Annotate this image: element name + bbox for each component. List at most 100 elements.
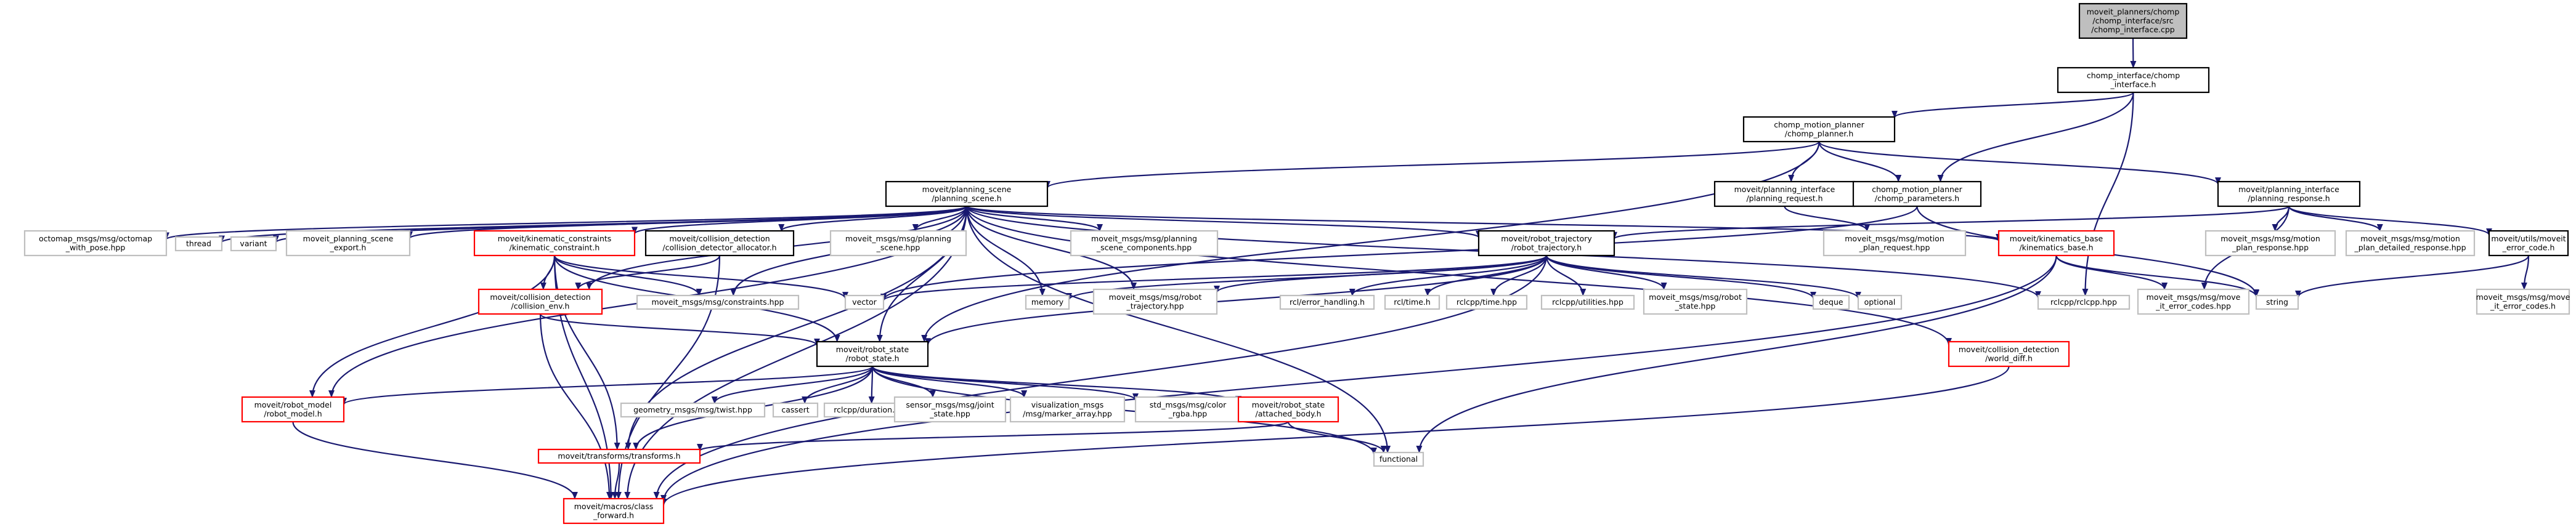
node-tf[interactable]: moveit/transforms/transforms.h bbox=[537, 448, 701, 464]
node-kc[interactable]: moveit/kinematic_constraints/kinematic_c… bbox=[473, 230, 636, 257]
node-label-line: moveit/robot_trajectory bbox=[1501, 234, 1592, 243]
node-label-line: cassert bbox=[781, 405, 809, 414]
node-box bbox=[2345, 230, 2476, 257]
edge-rt-to-optional bbox=[1545, 255, 1861, 299]
node-label-line: visualization_msgs bbox=[1031, 400, 1103, 409]
node-box bbox=[2137, 288, 2250, 315]
node-label-line: rclcpp/utilities.hpp bbox=[1552, 297, 1623, 307]
edge-rm-to-cf bbox=[292, 421, 578, 499]
node-box bbox=[2488, 230, 2569, 257]
node-box bbox=[1279, 294, 1375, 310]
node-label-line: moveit_msgs/msg/robot bbox=[1649, 292, 1742, 302]
node-label-line: moveit_msgs/msg/robot bbox=[1109, 292, 1202, 302]
node-box bbox=[1742, 116, 1896, 143]
node-label-line: /chomp_interface/src bbox=[2092, 16, 2173, 25]
node-label-line: moveit/macros/class bbox=[574, 502, 653, 511]
edge-rt-to-rs bbox=[925, 255, 1548, 346]
edge-rt-to-rcl_err bbox=[1349, 255, 1548, 296]
edge-cd_env-to-cf bbox=[539, 313, 612, 499]
node-box bbox=[1948, 340, 2070, 368]
edge-kb-to-msg_mec bbox=[2055, 255, 2168, 290]
node-label-line: octomap_msgs/msg/octomap bbox=[39, 234, 152, 243]
node-label-line: rclcpp/time.hpp bbox=[1457, 297, 1517, 307]
node-box bbox=[1852, 180, 1982, 207]
node-cf[interactable]: moveit/macros/class_forward.h bbox=[563, 497, 665, 525]
edge-rt-to-msg_rstate bbox=[1545, 255, 1667, 290]
node-cmp_params[interactable]: chomp_motion_planner/chomp_parameters.h bbox=[1852, 180, 1982, 207]
node-cmp_h[interactable]: chomp_motion_planner/chomp_planner.h bbox=[1742, 116, 1896, 143]
edge-ps_h-to-msg_rtraj bbox=[965, 206, 1137, 290]
node-rclcpp: rclcpp/rclcpp.hpp bbox=[2037, 294, 2131, 310]
node-label-line: _trajectory.hpp bbox=[1126, 301, 1184, 310]
node-label-line: rcl/error_handling.h bbox=[1290, 297, 1365, 307]
node-label-line: moveit/planning_scene bbox=[922, 185, 1012, 194]
node-label-line: chomp_motion_planner bbox=[1872, 185, 1962, 194]
node-box bbox=[1070, 230, 1219, 257]
node-label-line: /chomp_parameters.h bbox=[1875, 193, 1959, 203]
node-label-line: _scene.hpp bbox=[876, 243, 920, 252]
node-box bbox=[636, 294, 800, 310]
edge-err_code-to-string bbox=[2295, 255, 2530, 298]
node-pi_resp[interactable]: moveit/planning_interface/planning_respo… bbox=[2217, 180, 2361, 207]
node-msg_mec: moveit_msgs/msg/move_it_error_codes.hpp bbox=[2137, 288, 2250, 315]
edge-pi_req-to-msg_mpr bbox=[1784, 206, 1871, 231]
edge-cmp_h-to-ps_h bbox=[1044, 141, 1820, 189]
node-octomap: octomap_msgs/msg/octomap_with_pose.hpp bbox=[23, 230, 168, 257]
edge-ci_h-to-cmp_h bbox=[1891, 91, 2134, 118]
node-label-line: moveit_msgs/msg/planning bbox=[845, 234, 951, 243]
node-label-line: /planning_response.h bbox=[2248, 193, 2330, 203]
edge-kb-to-functional bbox=[1416, 255, 2057, 453]
node-box bbox=[2217, 180, 2361, 207]
node-root[interactable]: moveit_planners/chomp/chomp_interface/sr… bbox=[2078, 2, 2188, 39]
node-label-line: /robot_state.h bbox=[845, 353, 899, 363]
node-memory: memory bbox=[1025, 294, 1070, 310]
node-rm[interactable]: moveit/robot_model/robot_model.h bbox=[241, 396, 345, 423]
node-msg_ps: moveit_msgs/msg/planning_scene.hpp bbox=[829, 230, 967, 257]
edge-rs-to-msg_color bbox=[871, 366, 1139, 401]
edge-ab-to-functional bbox=[1287, 421, 1387, 453]
node-label-line: _state.hpp bbox=[1675, 301, 1716, 310]
node-box bbox=[1373, 451, 1424, 467]
node-cd_env[interactable]: moveit/collision_detection/collision_env… bbox=[477, 288, 603, 315]
node-label-line: chomp_interface/chomp bbox=[2087, 71, 2180, 80]
node-label-line: _it_error_codes.h bbox=[2490, 301, 2556, 310]
node-cd_wd[interactable]: moveit/collision_detection/world_diff.h bbox=[1948, 340, 2070, 368]
node-cd_alloc[interactable]: moveit/collision_detection/collision_det… bbox=[644, 230, 795, 257]
node-box bbox=[2255, 294, 2299, 310]
node-box bbox=[1857, 294, 1903, 310]
node-kb[interactable]: moveit/kinematics_base/kinematics_base.h bbox=[1997, 230, 2115, 257]
edge-pi_resp-to-rt bbox=[1611, 205, 2290, 239]
edge-pi_resp-to-msg_mpdr bbox=[2288, 206, 2383, 231]
node-box bbox=[885, 180, 1049, 207]
node-box bbox=[285, 230, 411, 257]
node-label-line: moveit_msgs/msg/move bbox=[2476, 292, 2570, 302]
node-box bbox=[537, 448, 701, 464]
node-box bbox=[1025, 294, 1070, 310]
node-box bbox=[1384, 294, 1440, 310]
node-err_code[interactable]: moveit/utils/moveit_error_code.h bbox=[2488, 230, 2569, 257]
node-label-line: _with_pose.hpp bbox=[65, 243, 126, 252]
node-cassert: cassert bbox=[772, 402, 819, 418]
node-ab[interactable]: moveit/robot_state/attached_body.h bbox=[1237, 396, 1339, 423]
edge-ps_h-to-cd_alloc bbox=[778, 205, 968, 232]
node-pi_req[interactable]: moveit/planning_interface/planning_reque… bbox=[1713, 180, 1856, 207]
node-rcl_time: rcl/time.h bbox=[1384, 294, 1440, 310]
node-rcl_err: rcl/error_handling.h bbox=[1279, 294, 1375, 310]
node-box bbox=[844, 294, 885, 310]
edge-kc-to-rm bbox=[309, 255, 556, 398]
node-ci_h[interactable]: chomp_interface/chomp_interface.h bbox=[2057, 66, 2210, 94]
node-ps_h[interactable]: moveit/planning_scene/planning_scene.h bbox=[885, 180, 1049, 207]
edge-ps_h-to-octomap bbox=[163, 205, 968, 240]
edge-ps_h-to-rs bbox=[876, 206, 968, 342]
node-mec_h: moveit_msgs/msg/move_it_error_codes.h bbox=[2476, 288, 2570, 315]
node-rt[interactable]: moveit/robot_trajectory/robot_trajectory… bbox=[1477, 230, 1615, 257]
node-label-line: moveit_msgs/msg/motion bbox=[1845, 234, 1944, 243]
node-box bbox=[893, 396, 1007, 423]
node-label-line: /kinematic_constraint.h bbox=[510, 243, 600, 252]
edge-ci_h-to-cmp_params bbox=[1937, 92, 2134, 182]
node-rs[interactable]: moveit/robot_state/robot_state.h bbox=[816, 340, 929, 368]
node-optional: optional bbox=[1857, 294, 1903, 310]
node-label-line: /collision_env.h bbox=[511, 301, 570, 310]
edge-rt-to-vector bbox=[880, 255, 1548, 302]
node-label-line: optional bbox=[1864, 297, 1896, 307]
